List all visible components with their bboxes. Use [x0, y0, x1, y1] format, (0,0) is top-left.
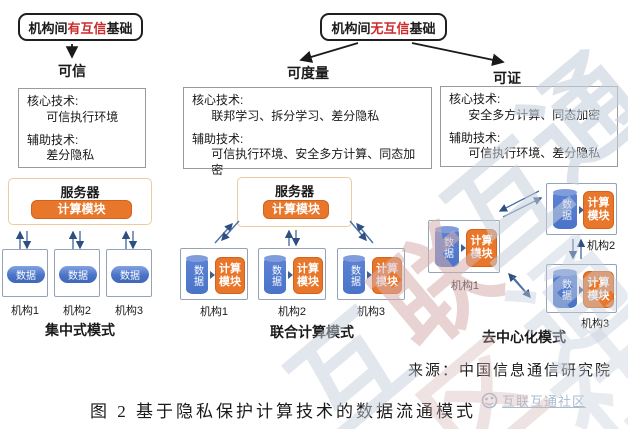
org-box: 数据 计算模块 — [546, 183, 617, 235]
compute-module: 计算模块 — [263, 200, 329, 219]
aux-tech-value: 可信执行环境、差分隐私 — [468, 146, 601, 161]
trust-box-suffix: 基础 — [106, 20, 133, 36]
category-verifiable: 可证 — [493, 70, 521, 86]
right-arrow-icon — [579, 206, 584, 214]
tech-box-verifiable: 核心技术: 安全多方计算、同态加密 辅助技术: 可信执行环境、差分隐私 — [440, 86, 618, 167]
compute-module: 计算模块 — [583, 191, 614, 229]
org-label: 机构3 — [581, 318, 610, 330]
source-text: 来源：中国信息通信研究院 — [407, 363, 612, 379]
compute-module: 计算模块 — [31, 200, 132, 219]
community-logo-icon — [481, 392, 498, 409]
org-box: 数据 计算模块 — [258, 248, 326, 300]
org-label: 机构1 — [199, 306, 229, 318]
data-cylinder: 数据 — [59, 266, 97, 283]
compute-module: 计算模块 — [293, 257, 323, 294]
data-cylinder: 数据 — [343, 255, 365, 294]
org-box: 数据 计算模块 — [428, 220, 500, 273]
centralized-server-box: 服务器 计算模块 — [8, 178, 152, 225]
tech-box-measurable: 核心技术: 联邦学习、拆分学习、差分隐私 辅助技术: 可信执行环境、安全多方计算… — [183, 87, 432, 177]
mutual-trust-box: 机构间有互信基础 — [18, 13, 143, 41]
data-label: 数据 — [348, 264, 360, 287]
tech-box-trusted: 核心技术: 可信执行环境 辅助技术: 差分隐私 — [18, 88, 146, 168]
data-cylinder: 数据 — [186, 255, 208, 294]
data-label: 数据 — [441, 236, 453, 259]
data-label: 数据 — [269, 264, 281, 287]
data-cylinder: 数据 — [435, 226, 459, 267]
org-label: 机构1 — [10, 305, 40, 317]
org-box: 数据 — [54, 249, 100, 297]
core-tech-value: 联邦学习、拆分学习、差分隐私 — [211, 108, 380, 123]
aux-tech-value: 差分隐私 — [46, 148, 95, 163]
org-label: 机构2 — [277, 306, 307, 318]
data-cylinder: 数据 — [553, 189, 577, 229]
right-arrow-icon — [579, 286, 584, 294]
federated-title: 联合计算模式 — [270, 324, 354, 340]
aux-tech-label: 辅助技术: — [27, 132, 79, 147]
centralized-title: 集中式模式 — [45, 322, 115, 338]
org-label: 机构3 — [356, 306, 386, 318]
org-label: 机构3 — [114, 305, 144, 317]
core-tech-label: 核心技术: — [449, 92, 501, 106]
core-tech-label: 核心技术: — [192, 93, 244, 107]
org-label: 机构2 — [62, 305, 92, 317]
org-box: 数据 — [106, 249, 152, 297]
data-cylinder: 数据 — [7, 266, 45, 283]
centralized-arrows — [15, 230, 138, 250]
no-trust-box-highlight: 无互信 — [370, 20, 410, 36]
federated-server-box: 服务器 计算模块 — [237, 177, 352, 227]
server-label: 服务器 — [274, 184, 314, 199]
decentralized-title: 去中心化模式 — [482, 329, 566, 345]
aux-tech-label: 辅助技术: — [449, 130, 501, 145]
data-cylinder: 数据 — [264, 255, 286, 294]
aux-tech-value: 可信执行环境、安全多方计算、同态加密 — [211, 147, 416, 178]
server-label: 服务器 — [60, 185, 100, 200]
right-arrow-icon — [461, 244, 466, 252]
org-box: 数据 — [2, 249, 48, 297]
right-arrow-icon — [210, 271, 215, 279]
core-tech-value: 可信执行环境 — [46, 109, 119, 124]
figure-caption: 图 2 基于隐私保护计算技术的数据流通模式 — [90, 402, 476, 421]
category-measurable: 可度量 — [287, 65, 329, 81]
org-box: 数据 计算模块 — [546, 264, 617, 313]
data-cylinder: 数据 — [111, 266, 149, 283]
top-branch-arrows — [65, 42, 505, 66]
no-trust-box-text: 机构间 — [331, 20, 371, 36]
org-box: 数据 计算模块 — [337, 248, 405, 300]
core-tech-value: 安全多方计算、同态加密 — [468, 107, 601, 122]
compute-module: 计算模块 — [583, 271, 614, 308]
no-trust-box-suffix: 基础 — [409, 20, 436, 36]
data-label: 数据 — [191, 264, 203, 287]
org-label: 机构2 — [587, 240, 616, 252]
compute-module: 计算模块 — [372, 257, 402, 294]
compute-module: 计算模块 — [466, 229, 497, 267]
category-trusted: 可信 — [58, 63, 86, 79]
right-arrow-icon — [288, 271, 293, 279]
data-cylinder: 数据 — [553, 269, 577, 308]
trust-box-highlight: 有互信 — [67, 20, 107, 36]
org-box: 数据 计算模块 — [180, 248, 248, 300]
no-mutual-trust-box: 机构间无互信基础 — [320, 13, 447, 41]
data-label: 数据 — [559, 278, 571, 301]
compute-module: 计算模块 — [215, 257, 245, 294]
data-label: 数据 — [559, 199, 571, 221]
core-tech-label: 核心技术: — [27, 94, 79, 108]
trust-box-text: 机构间 — [28, 20, 68, 36]
aux-tech-label: 辅助技术: — [192, 131, 244, 146]
org-label: 机构1 — [450, 280, 480, 292]
community-badge: 互联互通社区 — [481, 391, 586, 410]
right-arrow-icon — [367, 271, 372, 279]
community-badge-label: 互联互通社区 — [502, 394, 587, 409]
